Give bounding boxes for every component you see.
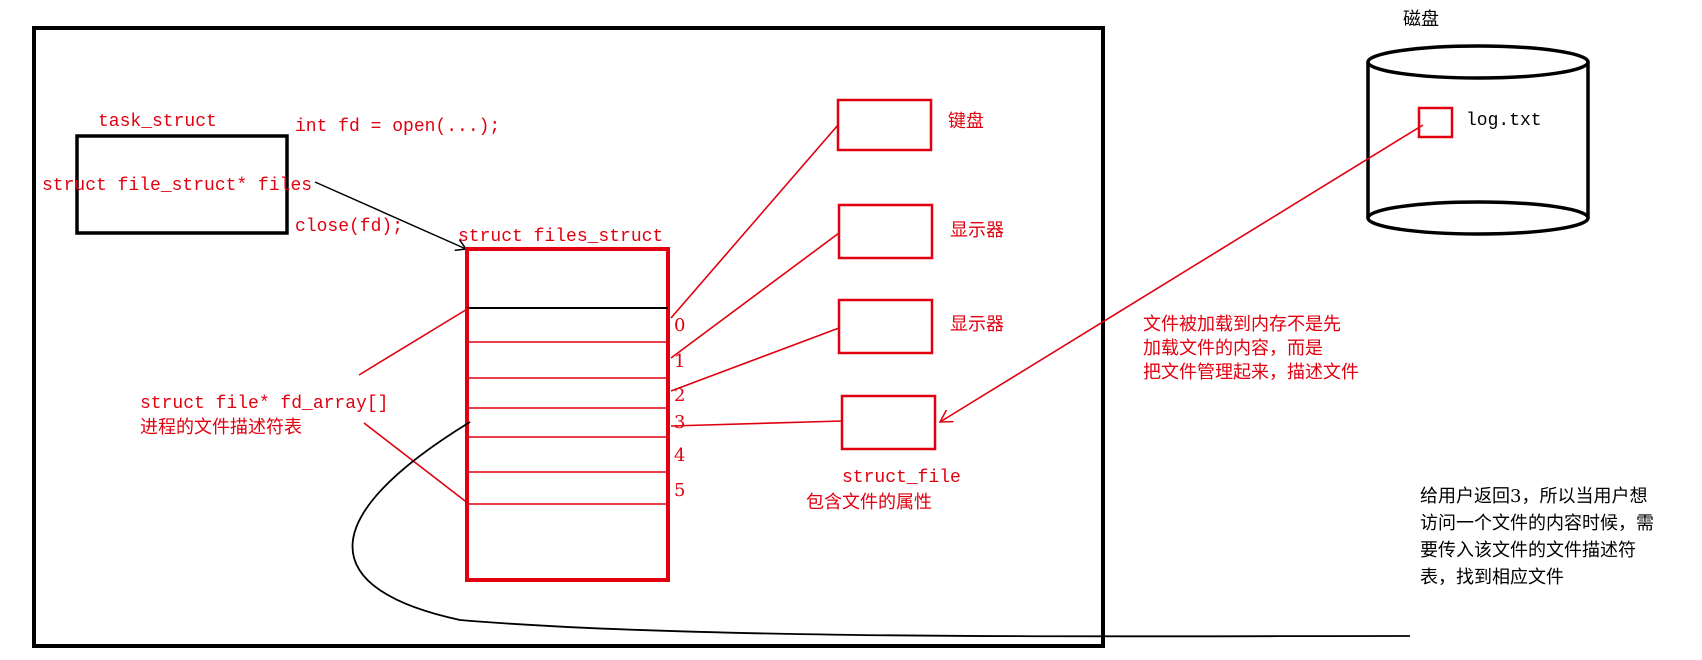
task-struct-box xyxy=(75,134,289,235)
load-note-line: 文件被加载到内存不是先 xyxy=(1143,314,1341,335)
log-file-box xyxy=(1417,106,1454,139)
load-note-line: 加载文件的内容，而是 xyxy=(1143,338,1323,359)
return-curve xyxy=(351,421,1411,638)
process-frame xyxy=(32,26,1105,648)
files-struct-box xyxy=(465,247,670,582)
return-note-line: 访问一个文件的内容时候，需 xyxy=(1420,513,1654,534)
fd-index-2: 2 xyxy=(674,385,685,406)
monitor-box-1 xyxy=(837,203,934,260)
files-pointer-arrow xyxy=(314,181,466,249)
fd-array-label: struct file* fd_array[] xyxy=(140,394,388,414)
fd-array-pointer-top xyxy=(358,307,470,376)
keyboard-box xyxy=(836,98,933,152)
struct-file-label: struct_file xyxy=(842,468,961,488)
load-arrow xyxy=(940,124,1424,422)
load-note: 文件被加载到内存不是先 加载文件的内容，而是 把文件管理起来，描述文件 xyxy=(1143,314,1359,383)
return-note: 给用户返回3，所以当用户想 访问一个文件的内容时候，需 要传入该文件的文件描述符… xyxy=(1420,486,1654,588)
return-note-line: 要传入该文件的文件描述符 xyxy=(1420,540,1636,561)
fd-device-links xyxy=(670,124,843,427)
return-note-line: 给用户返回3，所以当用户想 xyxy=(1420,486,1647,507)
open-call-label: int fd = open(...); xyxy=(295,117,500,137)
monitor-label-2: 显示器 xyxy=(950,314,1004,335)
disk-cylinder xyxy=(1366,44,1590,236)
task-struct-label: task_struct xyxy=(98,112,217,132)
disk-label: 磁盘 xyxy=(1403,9,1439,30)
return-note-line: 表，找到相应文件 xyxy=(1420,567,1564,588)
close-call-label: close(fd); xyxy=(295,217,403,237)
monitor-label-1: 显示器 xyxy=(950,220,1004,241)
monitor-box-2 xyxy=(837,298,934,355)
files-struct-label: struct files_struct xyxy=(458,227,663,247)
log-file-label: log.txt xyxy=(1466,111,1542,131)
fd-array-row-lines xyxy=(467,341,668,505)
load-note-line: 把文件管理起来，描述文件 xyxy=(1143,362,1359,383)
fd-array-desc: 进程的文件描述符表 xyxy=(140,417,302,438)
fd-index-0: 0 xyxy=(674,315,685,336)
struct-file-box xyxy=(840,394,937,451)
struct-file-desc: 包含文件的属性 xyxy=(806,492,932,513)
keyboard-label: 键盘 xyxy=(948,111,984,132)
fd-index-4: 4 xyxy=(674,445,685,466)
fd-array-pointer-bottom xyxy=(363,422,470,505)
fd-index-5: 5 xyxy=(674,480,685,501)
fd-index-3: 3 xyxy=(674,412,685,433)
files-pointer-label: struct file_struct* files xyxy=(42,176,312,196)
fd-index-1: 1 xyxy=(674,351,685,372)
